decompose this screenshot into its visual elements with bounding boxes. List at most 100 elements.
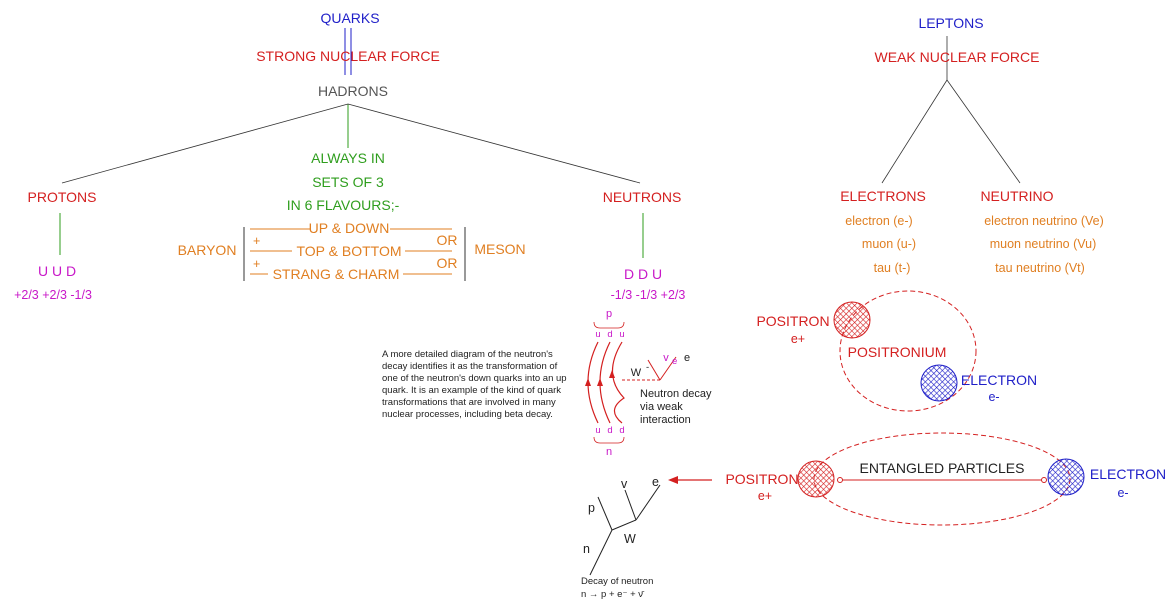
branch-protons bbox=[61, 103, 349, 184]
always-in-line1: ALWAYS IN bbox=[311, 150, 385, 166]
quarks-label: QUARKS bbox=[320, 10, 379, 26]
small-nu-label: v bbox=[621, 477, 628, 491]
neutrino-item-2: muon neutrino (Vu) bbox=[990, 237, 1097, 251]
antineutrino-line bbox=[647, 359, 661, 381]
positron-link-arrowhead bbox=[668, 476, 678, 484]
small-n-line bbox=[589, 529, 613, 576]
electron-item-2: muon (u-) bbox=[862, 237, 916, 251]
neutrino-label: NEUTRINO bbox=[980, 188, 1053, 204]
electron-line bbox=[659, 356, 677, 381]
feyn-bottom-d2: d bbox=[619, 425, 624, 436]
feyn-bottom-brace bbox=[593, 436, 625, 444]
description-line-3: one of the neutron's down quarks into an… bbox=[382, 373, 567, 384]
neutron-charges: -1/3 -1/3 +2/3 bbox=[611, 288, 686, 302]
branch-electrons bbox=[881, 79, 948, 184]
entangled-end-left bbox=[837, 477, 843, 483]
decay-description: A more detailed diagram of the neutron's… bbox=[382, 349, 567, 420]
positron-sphere-2-cross bbox=[798, 461, 834, 497]
electron-label-2: ELECTRON bbox=[1090, 466, 1166, 482]
proton-charges: +2/3 +2/3 -1/3 bbox=[14, 288, 92, 302]
small-p-label: p bbox=[588, 501, 595, 515]
small-decay-diagram: p n v e W Decay of neutron n → p + e⁻ + … bbox=[581, 475, 661, 600]
decay-note-3: interaction bbox=[640, 414, 691, 426]
w-sup: - bbox=[646, 362, 649, 373]
plus-sign-2: + bbox=[253, 257, 260, 271]
positron-label-2: POSITRON bbox=[725, 471, 798, 487]
strong-force-label: STRONG NUCLEAR FORCE bbox=[256, 48, 440, 64]
neutrino-item-3: tau neutrino (Vt) bbox=[995, 261, 1085, 275]
w-label: W bbox=[631, 367, 642, 379]
description-line-2: decay identifies it as the transformatio… bbox=[382, 361, 558, 372]
quark-arrow-3 bbox=[609, 370, 615, 378]
positron-label-1: POSITRON bbox=[756, 313, 829, 329]
flavour-strang-charm: STRANG & CHARM bbox=[273, 266, 400, 282]
neutrino-item-1: electron neutrino (Ve) bbox=[984, 214, 1104, 228]
quark-arrow-1 bbox=[585, 378, 591, 386]
electron-item-1: electron (e-) bbox=[845, 214, 912, 228]
quark-arrow-2 bbox=[597, 378, 603, 386]
hadrons-label: HADRONS bbox=[318, 83, 388, 99]
positronium-orbit bbox=[839, 290, 977, 412]
entangled-label: ENTANGLED PARTICLES bbox=[860, 460, 1025, 476]
decay-equation: n → p + e⁻ + ν̄ bbox=[581, 589, 645, 600]
electrons-label: ELECTRONS bbox=[840, 188, 926, 204]
or-label-1: OR bbox=[437, 232, 458, 248]
feyn-top-u1: u bbox=[595, 329, 600, 340]
feyn-bottom-d1: d bbox=[607, 425, 612, 436]
small-e-line bbox=[635, 484, 661, 521]
positron-eplus-2: e+ bbox=[758, 489, 772, 503]
lepton-tree: LEPTONS WEAK NUCLEAR FORCE ELECTRONS ele… bbox=[840, 15, 1104, 275]
e-label: e bbox=[684, 352, 690, 364]
electron-eminus-2: e- bbox=[1117, 486, 1128, 500]
decay-note-1: Neutron decay bbox=[640, 388, 712, 400]
electron-sphere-1-cross bbox=[921, 365, 957, 401]
electron-label-1: ELECTRON bbox=[961, 372, 1037, 388]
flavour-top-bottom: TOP & BOTTOM bbox=[296, 243, 401, 259]
always-in-line2: SETS OF 3 bbox=[312, 174, 384, 190]
description-line-6: nuclear processes, including beta decay. bbox=[382, 409, 553, 420]
small-w-label: W bbox=[624, 532, 636, 546]
feyn-top-d: d bbox=[607, 329, 612, 340]
positronium-group: POSITRON e+ POSITRONIUM ELECTRON e- bbox=[756, 290, 1037, 412]
positron-sphere-1-cross bbox=[834, 302, 870, 338]
flavour-up-down: UP & DOWN bbox=[309, 220, 390, 236]
neutron-quarks: D D U bbox=[624, 266, 662, 282]
feyn-top-brace bbox=[593, 321, 625, 329]
protons-label: PROTONS bbox=[28, 189, 97, 205]
quark-line-3 bbox=[611, 341, 625, 424]
entangled-orbit bbox=[813, 432, 1071, 526]
small-w-line bbox=[611, 519, 637, 531]
or-label-2: OR bbox=[437, 255, 458, 271]
feyn-n-label: n bbox=[606, 446, 612, 458]
meson-label: MESON bbox=[474, 241, 525, 257]
feyn-top-u2: u bbox=[619, 329, 624, 340]
proton-quarks: U U D bbox=[38, 263, 76, 279]
description-line-4: quark. It is an example of the kind of q… bbox=[382, 385, 561, 396]
small-nu-line bbox=[624, 489, 637, 521]
electron-eminus-1: e- bbox=[988, 390, 999, 404]
electron-item-3: tau (t-) bbox=[874, 261, 911, 275]
feyn-bottom-u: u bbox=[595, 425, 600, 436]
decay-note-2: via weak bbox=[640, 401, 683, 413]
always-in-line3: IN 6 FLAVOURS;- bbox=[287, 197, 400, 213]
nu-e-sub: e bbox=[672, 356, 677, 367]
entangled-group: ENTANGLED PARTICLES POSITRON e+ ELECTRON… bbox=[668, 432, 1166, 526]
entangled-end-right bbox=[1041, 477, 1047, 483]
small-e-label: e bbox=[652, 475, 659, 489]
neutrons-label: NEUTRONS bbox=[603, 189, 682, 205]
small-n-label: n bbox=[583, 542, 590, 556]
leptons-label: LEPTONS bbox=[918, 15, 983, 31]
plus-sign-1: + bbox=[253, 234, 260, 248]
description-line-1: A more detailed diagram of the neutron's bbox=[382, 349, 553, 360]
nu-e-label: v bbox=[663, 352, 669, 364]
positronium-label: POSITRONIUM bbox=[848, 344, 947, 360]
feyn-p-label: p bbox=[606, 308, 612, 320]
weak-force-label: WEAK NUCLEAR FORCE bbox=[875, 49, 1040, 65]
quark-tree: QUARKS STRONG NUCLEAR FORCE HADRONS ALWA… bbox=[14, 10, 685, 302]
decay-caption: Decay of neutron bbox=[581, 576, 653, 587]
small-p-line bbox=[597, 496, 613, 531]
branch-neutrons bbox=[347, 103, 641, 184]
baryon-label: BARYON bbox=[178, 242, 237, 258]
branch-neutrino bbox=[946, 79, 1021, 184]
